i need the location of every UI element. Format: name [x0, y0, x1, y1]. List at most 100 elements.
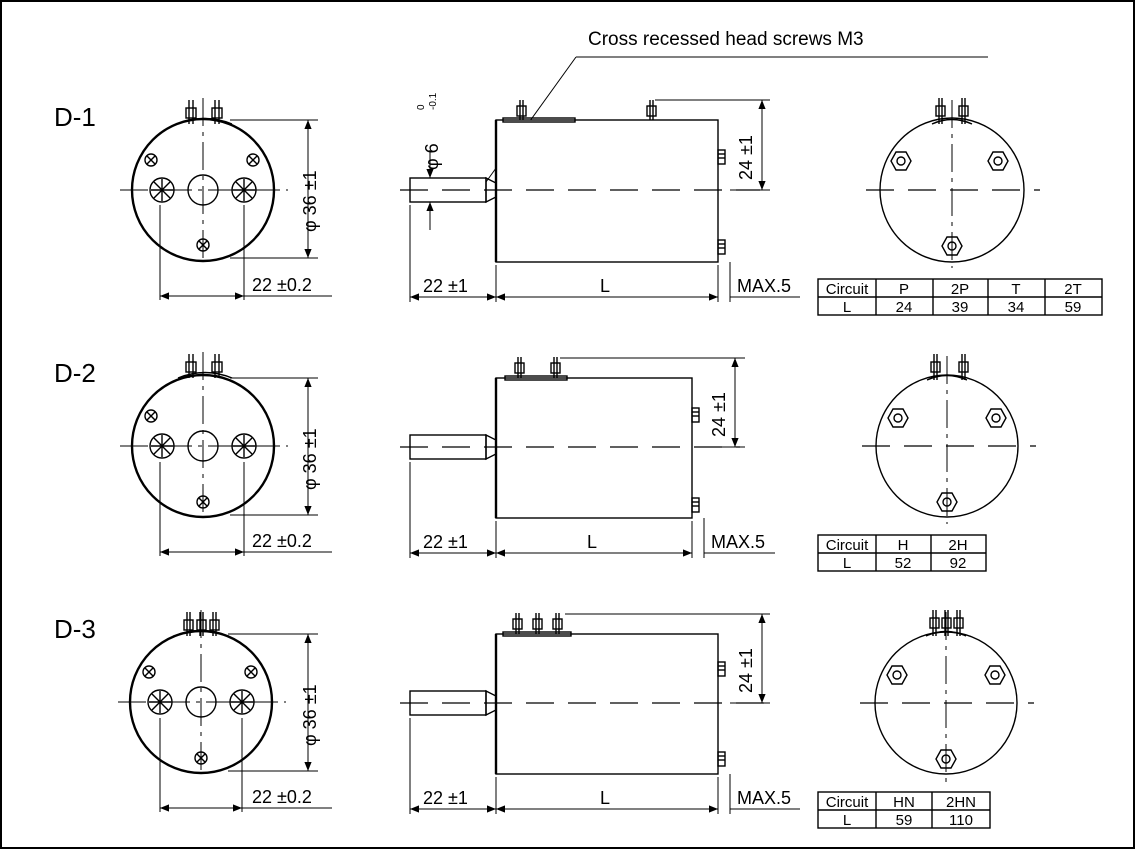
screw-hole — [231, 433, 257, 459]
nut — [890, 151, 912, 171]
terminal — [958, 354, 969, 380]
offset-dim: 22 ±0.2 — [252, 275, 312, 295]
shaft-length-dim: 22 ±1 — [423, 532, 468, 552]
shaft-tol-upper: 0 — [416, 104, 427, 110]
table-header-cell: T — [1011, 281, 1020, 298]
body-length-dim: L — [587, 532, 597, 552]
row-d3: D-3 φ 36 ±1 22 ±0.2 — [54, 610, 1034, 829]
terminal — [514, 357, 525, 378]
shaft-bore — [187, 430, 219, 462]
nut — [987, 151, 1009, 171]
nut — [886, 665, 908, 685]
terminal — [516, 100, 527, 120]
callout-text: Cross recessed head screws M3 — [588, 29, 864, 50]
table-header-cell: Circuit — [826, 794, 869, 811]
small-screw — [246, 153, 260, 167]
offset-dim: 22 ±0.2 — [252, 531, 312, 551]
terminal — [646, 100, 657, 120]
table-header-cell: Circuit — [826, 281, 869, 298]
terminal — [552, 613, 563, 634]
terminal — [953, 610, 964, 636]
table-cell: 59 — [896, 812, 913, 829]
max-dim: MAX.5 — [737, 788, 791, 808]
shaft-tol-lower: -0.1 — [428, 92, 439, 110]
front-view: φ 36 ±1 22 ±0.2 — [118, 610, 332, 812]
table-cell: L — [843, 812, 851, 829]
row-label: D-1 — [54, 102, 96, 132]
screw-hole — [149, 433, 175, 459]
small-screw — [194, 751, 208, 765]
small-screw — [244, 665, 258, 679]
rear-view — [862, 354, 1036, 524]
max-dim: MAX.5 — [737, 276, 791, 296]
side-screw — [717, 239, 726, 255]
table-cell: L — [843, 555, 851, 572]
row-label: D-3 — [54, 614, 96, 644]
nut — [985, 408, 1007, 428]
rear-view — [866, 98, 1040, 268]
terminal — [211, 354, 223, 378]
nut — [935, 749, 957, 769]
side-view: φ 6 0 -0.1 24 ±1 22 ±1 L MAX.5 — [400, 92, 800, 302]
diameter-dim: φ 36 ±1 — [300, 428, 320, 490]
body-length-dim: L — [600, 276, 610, 296]
diameter-dim: φ 36 ±1 — [300, 684, 320, 746]
housing-body — [495, 377, 693, 519]
shaft-bore — [185, 686, 217, 718]
nut — [984, 665, 1006, 685]
table-cell: 59 — [1065, 299, 1082, 316]
table-header-cell: 2H — [948, 537, 967, 554]
side-view: 24 ±1 22 ±1 L MAX.5 — [400, 357, 775, 558]
table-cell: 52 — [895, 555, 912, 572]
table-header-cell: H — [898, 537, 909, 554]
max-dim: MAX.5 — [711, 532, 765, 552]
circuit-table: Circuit H 2H L 52 92 — [817, 534, 987, 572]
offset-dim: 22 ±0.2 — [252, 787, 312, 807]
screw-hole — [147, 689, 173, 715]
height-dim: 24 ±1 — [736, 135, 756, 180]
table-header-cell: 2P — [951, 281, 969, 298]
circuit-table: Circuit P 2P T 2T L 24 39 34 59 — [817, 278, 1103, 316]
table-cell: 110 — [949, 812, 973, 829]
small-screw — [144, 153, 158, 167]
body-length-dim: L — [600, 788, 610, 808]
terminal — [512, 613, 523, 634]
rear-view — [860, 610, 1034, 782]
table-cell: 34 — [1008, 299, 1025, 316]
table-cell: L — [843, 299, 851, 316]
shaft-bore — [187, 174, 219, 206]
table-header-cell: P — [899, 281, 909, 298]
nut — [887, 408, 909, 428]
screw-hole — [229, 689, 255, 715]
side-view: 24 ±1 22 ±1 L MAX.5 — [400, 613, 800, 814]
table-header-cell: HN — [893, 794, 915, 811]
table-cell: 24 — [896, 299, 913, 316]
side-screw — [717, 751, 726, 767]
shaft-length-dim: 22 ±1 — [423, 276, 468, 296]
nut — [941, 236, 963, 256]
terminal — [929, 610, 940, 636]
shaft-length-dim: 22 ±1 — [423, 788, 468, 808]
row-d1: D-1 φ 36 ±1 22 ±0.2 — [54, 92, 1103, 316]
small-screw — [196, 495, 210, 509]
terminal — [550, 357, 561, 378]
side-screw — [691, 497, 700, 513]
circuit-table: Circuit HN 2HN L 59 110 — [817, 791, 991, 829]
small-screw — [196, 238, 210, 252]
side-screw — [691, 407, 700, 423]
terminal — [185, 354, 197, 378]
terminal — [532, 613, 543, 634]
table-cell: 92 — [950, 555, 967, 572]
housing-body — [495, 633, 719, 775]
height-dim: 24 ±1 — [709, 392, 729, 437]
table-cell: 39 — [952, 299, 969, 316]
small-screw — [144, 409, 158, 423]
row-d2: D-2 φ 36 ±1 22 ±0.2 — [54, 352, 1036, 572]
height-dim: 24 ±1 — [736, 648, 756, 693]
side-screw — [717, 149, 726, 165]
diameter-dim: φ 36 ±1 — [300, 170, 320, 232]
table-header-cell: Circuit — [826, 537, 869, 554]
front-view: φ 36 ±1 22 ±0.2 — [120, 352, 332, 556]
